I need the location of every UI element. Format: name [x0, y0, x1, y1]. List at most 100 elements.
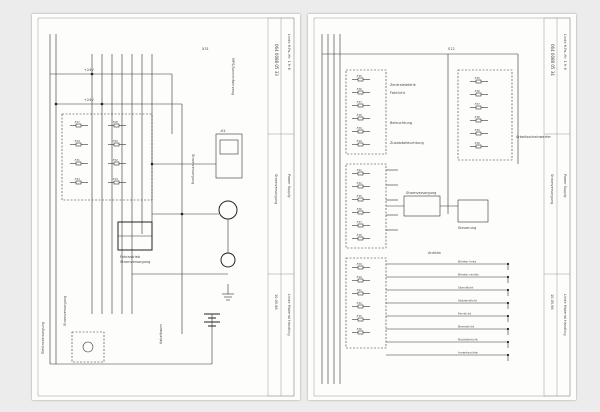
left-fuse: -F29	[70, 139, 88, 147]
right-fuse: -F36	[352, 207, 370, 215]
right-fuse: -F35	[352, 74, 370, 82]
left-fuse-label: -F33	[74, 177, 80, 181]
bracket-note-label: Zentralelektrik	[390, 83, 417, 87]
left-fuse: -F33	[70, 177, 88, 185]
relay-bracket-box	[403, 195, 441, 217]
right-aux-fuse: -F40	[470, 141, 488, 149]
wire-label-a: +24V	[84, 68, 94, 72]
drive-label-top: Fahrantrieb	[120, 255, 141, 259]
right-fuse: -F39	[352, 262, 370, 270]
left-schematic-drawing: -F27-F28-F29-F30-F31-F32-F33-F34	[37, 17, 295, 397]
left-border	[37, 17, 295, 397]
sheet-ref-label: S12	[448, 47, 455, 51]
x31-label: X31	[202, 47, 209, 51]
left-stamp: Linde Material Handling	[287, 294, 291, 336]
right-aux-fuse: -F37	[470, 102, 488, 110]
right-fuses: -F35 -F36 -F37 -F38 -F39 -F40 -F41 -F42 -F35 -F36…	[352, 74, 370, 335]
left-horizontal-wires	[50, 73, 229, 365]
right-sheet-date: 10.05.96	[550, 294, 554, 310]
right-fuse: -F39	[352, 126, 370, 134]
right-fuse-label: -F41	[356, 168, 362, 172]
vehicle-light-label: Fahrlicht	[390, 91, 406, 95]
left-sheet-date: 10.05.96	[274, 294, 278, 310]
right-fuse-label: -F35	[356, 74, 362, 78]
transformer-label: Stromversorgung	[191, 154, 195, 184]
left-drawing-number: 064 0088 05 33	[274, 44, 279, 76]
left-fuse-block	[61, 113, 153, 201]
right-fuse-label: -F38	[356, 113, 362, 117]
right-fuse-label: -F41	[356, 288, 362, 292]
right-stamp: Linde Material Handling	[563, 294, 567, 336]
right-fuse-group-2	[345, 163, 387, 249]
right-aux-fuse: -F38	[470, 115, 488, 123]
drive-label-bottom: Stromversorgung	[120, 260, 150, 264]
light-label: Beleuchtung	[390, 121, 412, 125]
right-fuse-label: -F38	[356, 233, 362, 237]
right-fuse-label: -F39	[356, 126, 362, 130]
right-fuse-group-3	[345, 257, 387, 349]
right-fuse-label: -F37	[356, 220, 362, 224]
left-fuse-label: -F28	[112, 120, 118, 124]
left-fuse-label: -F32	[112, 158, 118, 162]
right-fuse: -F40	[352, 139, 370, 147]
right-fuse: -F35	[352, 194, 370, 202]
left-subtitle: Power Supply	[287, 174, 291, 198]
right-fuse-label: -F42	[356, 181, 362, 185]
right-aux-fuse: -F36	[470, 89, 488, 97]
output-label: Fernlicht	[458, 312, 472, 316]
left-fuse-label: -F30	[112, 139, 118, 143]
right-bus-lines	[321, 34, 341, 384]
right-aux-fuse-label: -F36	[474, 89, 480, 93]
output-label: Standlicht	[458, 286, 474, 290]
wire-label-b: +24V	[84, 98, 94, 102]
right-fuse-group-1	[345, 69, 387, 155]
right-fuse-label: -F35	[356, 314, 362, 318]
right-aux-fuse: -F35	[470, 76, 488, 84]
left-model: Linde H.Fa.-Hr. 1 H 6	[287, 34, 291, 70]
right-output-wires	[386, 169, 510, 361]
right-drawing-number: 064 0088 05 34	[550, 44, 555, 76]
left-fuse: -F30	[108, 139, 126, 147]
right-schematic-drawing: -F35 -F36 -F37 -F38 -F39 -F40 -F41 -F42 -F35 -F36…	[313, 17, 571, 397]
right-aux-fuse: -F39	[470, 128, 488, 136]
ground-symbol	[222, 284, 234, 301]
battery-symbol	[204, 313, 220, 327]
right-subtitle: Power Supply	[563, 174, 567, 198]
right-border	[313, 17, 571, 397]
right-fuse: -F36	[352, 327, 370, 335]
left-fuse-label: -F31	[74, 158, 80, 162]
left-fuses: -F27-F28-F29-F30-F31-F32-F33-F34	[70, 120, 126, 185]
left-schematic-sheet: -F27-F28-F29-F30-F31-F32-F33-F34	[32, 14, 300, 400]
right-aux-fuse-label: -F37	[474, 102, 480, 106]
left-fuse-label: -F27	[74, 120, 80, 124]
right-aux-fuse-label: -F40	[474, 141, 480, 145]
output-label: Abblendlicht	[458, 299, 478, 303]
group-drive-label: Antrieb	[428, 251, 442, 255]
right-fuse: -F38	[352, 113, 370, 121]
side-label-2: Stromversorgung	[63, 296, 67, 326]
right-fuse: -F37	[352, 220, 370, 228]
key-switch-box	[71, 331, 105, 363]
right-fuse: -F36	[352, 87, 370, 95]
right-fuse-label: -F35	[356, 194, 362, 198]
right-fuse: -F41	[352, 288, 370, 296]
right-aux-fuses: -F35 -F36 -F37 -F38 -F39 -F40	[470, 76, 488, 149]
contactor-box	[215, 133, 243, 179]
motor-symbol	[218, 200, 238, 220]
note-label: MPS/Sonnenfahrzeug	[231, 58, 235, 95]
right-fuse-label: -F42	[356, 301, 362, 305]
right-fuse: -F41	[352, 168, 370, 176]
right-fuse-label: -F36	[356, 327, 362, 331]
output-label: Bremslicht	[458, 325, 475, 329]
left-fuse-label: -F29	[74, 139, 80, 143]
right-fuse: -F38	[352, 233, 370, 241]
side-label-1: Elektroversorgung	[41, 322, 45, 354]
right-fuse-label: -F37	[356, 100, 362, 104]
right-aux-fuse-block	[457, 69, 513, 161]
generator-symbol	[220, 252, 236, 268]
left-fuse: -F31	[70, 158, 88, 166]
right-schematic-sheet: -F35 -F36 -F37 -F38 -F39 -F40 -F41 -F42 -F35 -F36…	[308, 14, 576, 400]
output-label: Blinker rechts	[458, 273, 479, 277]
left-fuse: -F28	[108, 120, 126, 128]
